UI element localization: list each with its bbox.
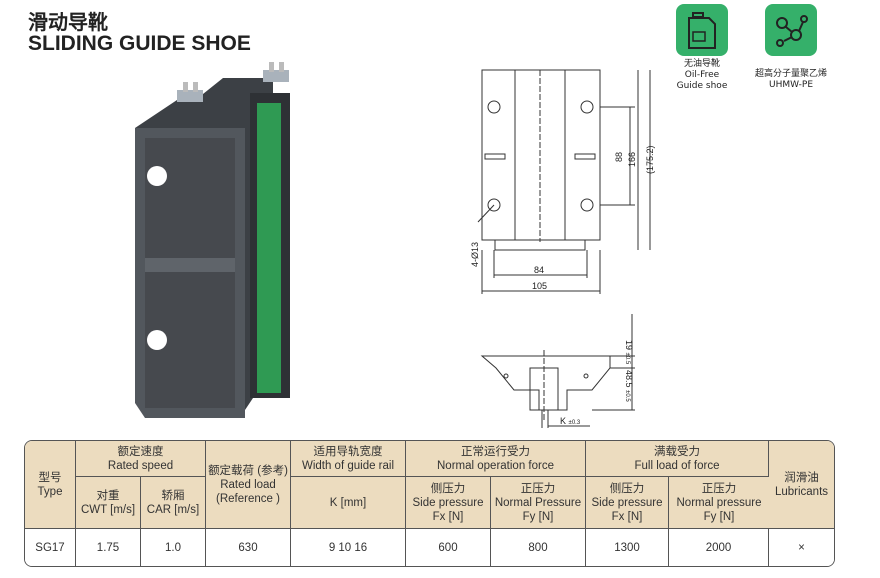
dim-48-5-tolerance: ±0.5 bbox=[624, 390, 630, 402]
cell-normal-full: 2000 bbox=[669, 529, 769, 566]
title-english: SLIDING GUIDE SHOE bbox=[28, 32, 251, 55]
molecule-icon bbox=[765, 4, 817, 56]
cell-type: SG17 bbox=[25, 529, 76, 566]
badge-line: Oil-Free bbox=[684, 70, 720, 80]
dim-88: 88 bbox=[614, 152, 624, 162]
cell-side-full: 1300 bbox=[586, 529, 669, 566]
table-row: SG17 1.75 1.0 630 9 10 16 600 800 1300 2… bbox=[25, 529, 834, 566]
dim-175: (175.2) bbox=[645, 145, 655, 174]
badge-line: 超高分子量聚乙烯 bbox=[754, 69, 827, 79]
cell-cwt: 1.75 bbox=[76, 529, 141, 566]
cell-lubricants: × bbox=[769, 529, 834, 566]
cell-car: 1.0 bbox=[141, 529, 206, 566]
dim-k: K bbox=[560, 416, 566, 426]
badge-line: 无油导靴 bbox=[683, 59, 720, 69]
dim-166: 166 bbox=[627, 152, 637, 167]
svg-text:48.5 ±0.5: 48.5 ±0.5 bbox=[624, 370, 634, 402]
guide-shoe-render bbox=[135, 62, 290, 418]
badge-line: UHMW-PE bbox=[768, 80, 813, 90]
dim-84: 84 bbox=[534, 265, 544, 275]
cell-side-normal: 600 bbox=[406, 529, 491, 566]
dim-k-tolerance: ±0.3 bbox=[569, 420, 581, 426]
dim-19: 19 bbox=[624, 340, 634, 350]
svg-text:19 ±0.5: 19 ±0.5 bbox=[624, 340, 634, 365]
oil-free-badge: 无油导靴 Oil-Free Guide shoe bbox=[657, 4, 747, 92]
top-view-drawing: 19 ±0.5 48.5 ±0.5 K ±0.3 bbox=[480, 314, 635, 428]
cell-normal-normal: 800 bbox=[491, 529, 586, 566]
oil-can-icon bbox=[676, 4, 728, 56]
cell-k: 9 10 16 bbox=[291, 529, 406, 566]
title-chinese: 滑动导靴 bbox=[28, 10, 108, 34]
svg-text:K ±0.3: K ±0.3 bbox=[560, 416, 581, 426]
header-k: K [mm] bbox=[291, 477, 406, 529]
cell-load: 630 bbox=[206, 529, 291, 566]
dim-holes: 4-Ø13 bbox=[470, 242, 480, 267]
header-rated-load: 额定载荷 (参考)Rated load(Reference ) bbox=[206, 441, 291, 529]
front-view-drawing: 88 166 (175.2) 4-Ø13 84 105 bbox=[470, 69, 655, 294]
dim-105: 105 bbox=[532, 281, 547, 291]
badge-line: Guide shoe bbox=[676, 81, 728, 91]
dim-48-5: 48.5 bbox=[624, 370, 634, 388]
uhmw-badge: 超高分子量聚乙烯 UHMW-PE bbox=[746, 4, 836, 91]
dim-19-tolerance: ±0.5 bbox=[624, 353, 630, 365]
